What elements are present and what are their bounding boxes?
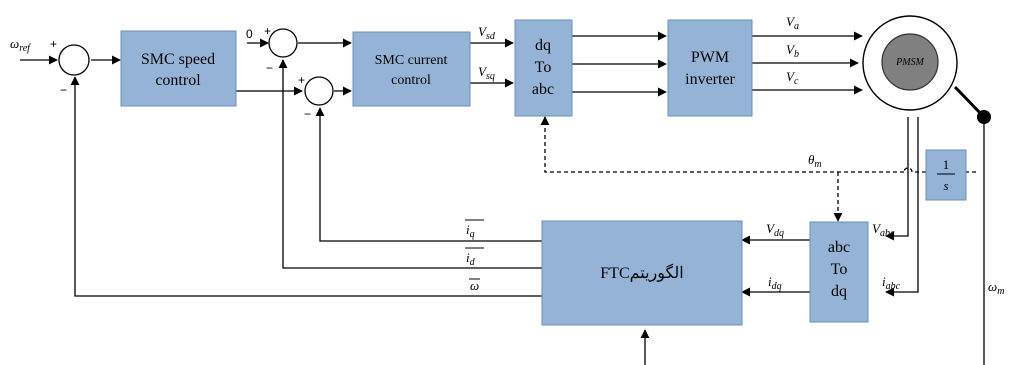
vsq-label: Vsq bbox=[478, 64, 495, 82]
sum2-plus-sign: + bbox=[264, 24, 271, 38]
sum-junction-speed bbox=[58, 44, 90, 76]
smc-current-label-2: control bbox=[391, 73, 431, 88]
iq-hat-feedback-wire bbox=[315, 107, 542, 242]
zero-ref-label: 0 bbox=[246, 27, 253, 41]
sum-junction-d bbox=[268, 28, 298, 58]
abc-to-dq-block bbox=[809, 221, 869, 323]
iq-hat-label: iq bbox=[466, 222, 475, 240]
smc-speed-block bbox=[120, 30, 237, 107]
vsd-label: Vsd bbox=[478, 24, 496, 42]
id-hat-feedback-wire bbox=[278, 59, 542, 269]
sum1-plus-sign: + bbox=[50, 37, 57, 51]
shaft-node bbox=[977, 110, 991, 124]
ftc-algorithm-block bbox=[541, 220, 743, 326]
pmsm-motor-rotor bbox=[881, 33, 939, 91]
sum1-minus-sign: − bbox=[60, 83, 67, 97]
omega-m-label: ωm bbox=[988, 279, 1004, 297]
idq-label: idq bbox=[768, 274, 782, 292]
abc-to-dq-label-1: abc bbox=[828, 239, 850, 256]
dq-to-abc-label-3: abc bbox=[532, 81, 554, 98]
pwm-label-2: inverter bbox=[685, 71, 735, 88]
smc-speed-label-2: control bbox=[155, 72, 201, 89]
dq-to-abc-label-2: To bbox=[535, 59, 552, 76]
pmsm-label: PMSM bbox=[895, 57, 924, 68]
omega-ref-label: ωref bbox=[10, 36, 31, 54]
vabc-meas-wire bbox=[885, 117, 909, 241]
sum3-plus-sign: + bbox=[298, 73, 305, 87]
integrator-denominator: s bbox=[943, 178, 948, 193]
pwm-inverter-block bbox=[667, 19, 753, 117]
va-label: Va bbox=[786, 14, 799, 32]
signal-wires bbox=[20, 31, 986, 365]
smc-current-block bbox=[352, 31, 471, 107]
smc-speed-label-1: SMC speed bbox=[141, 51, 215, 68]
sum2-minus-sign: − bbox=[266, 61, 273, 75]
vb-label: Vb bbox=[786, 42, 799, 60]
vabc-label: Vabc bbox=[872, 221, 895, 239]
vdq-label: Vdq bbox=[766, 221, 784, 239]
pwm-label-1: PWM bbox=[691, 49, 729, 66]
iabc-label: iabc bbox=[882, 274, 901, 292]
smc-current-label-1: SMC current bbox=[375, 53, 448, 68]
ftc-label: FTCالگوریتم bbox=[600, 263, 683, 282]
id-hat-label: id bbox=[466, 250, 476, 268]
vc-label: Vc bbox=[786, 69, 799, 87]
abc-to-dq-label-3: dq bbox=[831, 283, 847, 300]
integrator-numerator: 1 bbox=[943, 157, 950, 172]
integrator-block bbox=[925, 149, 967, 201]
theta-label: θm bbox=[808, 152, 822, 170]
abc-to-dq-label-2: To bbox=[831, 261, 848, 278]
theta-feedback-wire bbox=[545, 117, 976, 173]
omega-hat-label: ω bbox=[470, 278, 479, 293]
sum3-minus-sign: − bbox=[304, 107, 311, 121]
sum-junction-q bbox=[304, 76, 334, 106]
dq-to-abc-label-1: dq bbox=[535, 37, 551, 54]
iabc-meas-wire bbox=[885, 117, 919, 297]
omega-hat-feedback-wire bbox=[70, 76, 542, 297]
dq-to-abc-block bbox=[514, 19, 573, 117]
